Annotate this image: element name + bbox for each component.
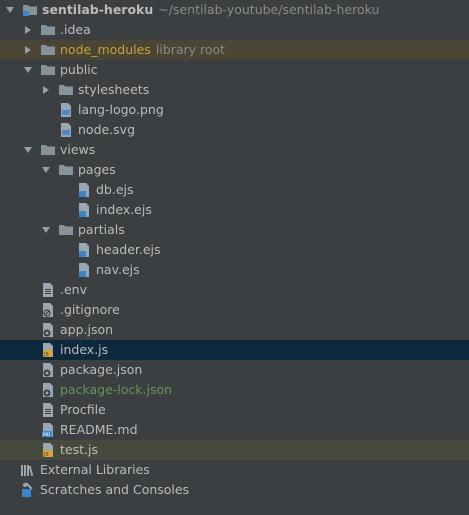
- tree-item-node-svg[interactable]: node.svg: [0, 120, 469, 140]
- js-file-icon: JS: [40, 442, 56, 458]
- json-file-icon: [40, 382, 56, 398]
- tree-item-nav-ejs[interactable]: nav.ejs: [0, 260, 469, 280]
- chevron-right-icon[interactable]: [22, 20, 34, 40]
- folder-icon: [58, 82, 74, 98]
- tree-item-label: Scratches and Consoles: [40, 482, 190, 497]
- text-file-icon: [40, 282, 56, 298]
- tree-item-label: package.json: [60, 362, 143, 377]
- chevron-down-icon[interactable]: [40, 220, 52, 240]
- text-file-icon: [40, 402, 56, 418]
- tree-item-external-libraries[interactable]: External Libraries: [0, 460, 469, 480]
- ejs-file-icon: [76, 182, 92, 198]
- json-file-icon: [40, 362, 56, 378]
- library-root-hint: library root: [155, 42, 226, 57]
- project-name: sentilab-heroku: [42, 2, 154, 17]
- ejs-file-icon: [76, 262, 92, 278]
- image-file-icon: [58, 122, 74, 138]
- tree-item-gitignore[interactable]: .gitignore: [0, 300, 469, 320]
- ejs-file-icon: [76, 242, 92, 258]
- folder-icon: [40, 22, 56, 38]
- tree-item-label: .gitignore: [60, 302, 120, 317]
- tree-item-label: package-lock.json: [60, 382, 173, 397]
- tree-item-label: header.ejs: [96, 242, 161, 257]
- chevron-down-icon[interactable]: [22, 60, 34, 80]
- tree-item-package-json[interactable]: package.json: [0, 360, 469, 380]
- tree-root-sentilab-heroku[interactable]: sentilab-heroku ~/sentilab-youtube/senti…: [0, 0, 469, 20]
- tree-item-lang-logo[interactable]: lang-logo.png: [0, 100, 469, 120]
- folder-icon: [40, 62, 56, 78]
- project-path: ~/sentilab-youtube/sentilab-heroku: [158, 2, 380, 17]
- tree-item-public[interactable]: public: [0, 60, 469, 80]
- svg-text:MD: MD: [43, 432, 51, 438]
- tree-item-package-lock-json[interactable]: package-lock.json: [0, 380, 469, 400]
- tree-item-label: External Libraries: [40, 462, 150, 477]
- scratches-icon: [20, 482, 36, 498]
- tree-item-label: stylesheets: [78, 82, 150, 97]
- chevron-down-icon[interactable]: [22, 140, 34, 160]
- chevron-right-icon[interactable]: [22, 40, 34, 60]
- tree-item-readme[interactable]: MD README.md: [0, 420, 469, 440]
- svg-text:JS: JS: [43, 452, 49, 458]
- tree-item-label: node_modules: [60, 42, 151, 57]
- tree-item-node-modules[interactable]: node_modules library root: [0, 40, 469, 60]
- tree-item-label: partials: [78, 222, 125, 237]
- js-file-icon: JS: [40, 342, 56, 358]
- tree-item-pages[interactable]: pages: [0, 160, 469, 180]
- chevron-down-icon[interactable]: [4, 0, 16, 20]
- tree-item-label: README.md: [60, 422, 138, 437]
- tree-item-app-json[interactable]: app.json: [0, 320, 469, 340]
- tree-item-stylesheets[interactable]: stylesheets: [0, 80, 469, 100]
- tree-item-label: app.json: [60, 322, 114, 337]
- tree-item-index-js[interactable]: JS index.js: [0, 340, 469, 360]
- tree-item-label: test.js: [60, 442, 98, 457]
- tree-item-env[interactable]: .env: [0, 280, 469, 300]
- tree-item-views[interactable]: views: [0, 140, 469, 160]
- folder-icon: [58, 222, 74, 238]
- tree-item-label: index.js: [60, 342, 109, 357]
- tree-item-label: .idea: [60, 22, 91, 37]
- tree-item-label: public: [60, 62, 98, 77]
- tree-item-partials[interactable]: partials: [0, 220, 469, 240]
- tree-item-label: lang-logo.png: [78, 102, 164, 117]
- tree-item-idea[interactable]: .idea: [0, 20, 469, 40]
- tree-item-label: db.ejs: [96, 182, 134, 197]
- project-folder-icon: [22, 2, 38, 18]
- chevron-right-icon[interactable]: [40, 80, 52, 100]
- tree-item-scratches[interactable]: Scratches and Consoles: [0, 480, 469, 500]
- tree-item-header-ejs[interactable]: header.ejs: [0, 240, 469, 260]
- tree-item-label: .env: [60, 282, 87, 297]
- tree-item-label: views: [60, 142, 96, 157]
- json-file-icon: [40, 322, 56, 338]
- tree-item-label: nav.ejs: [96, 262, 140, 277]
- ejs-file-icon: [76, 202, 92, 218]
- tree-item-label: node.svg: [78, 122, 136, 137]
- tree-item-test-js[interactable]: JS test.js: [0, 440, 469, 460]
- tree-item-db-ejs[interactable]: db.ejs: [0, 180, 469, 200]
- folder-icon: [58, 162, 74, 178]
- tree-item-label: Procfile: [60, 402, 106, 417]
- folder-icon: [40, 142, 56, 158]
- svg-text:JS: JS: [43, 352, 49, 358]
- markdown-file-icon: MD: [40, 422, 56, 438]
- library-icon: [20, 462, 36, 478]
- ignore-file-icon: [40, 302, 56, 318]
- tree-item-label: index.ejs: [96, 202, 152, 217]
- image-file-icon: [58, 102, 74, 118]
- tree-item-label: pages: [78, 162, 116, 177]
- tree-item-index-ejs[interactable]: index.ejs: [0, 200, 469, 220]
- folder-icon: [40, 42, 56, 58]
- tree-item-procfile[interactable]: Procfile: [0, 400, 469, 420]
- chevron-down-icon[interactable]: [40, 160, 52, 180]
